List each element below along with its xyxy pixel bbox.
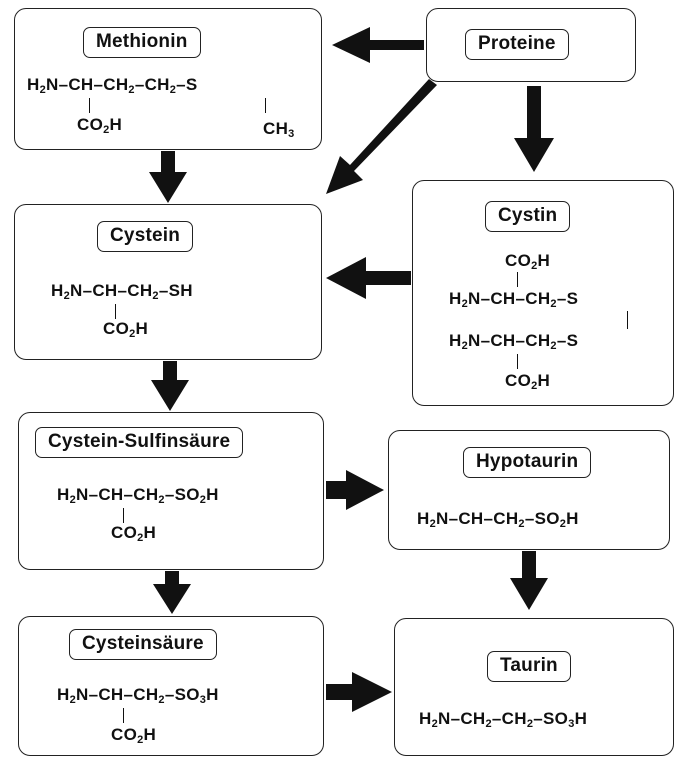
cysteinsaeure-cooh: CO2H <box>111 725 157 746</box>
arrow-cystein-to-cysteinsulfinsaeure <box>151 361 189 411</box>
cysteinsulfinsaeure-formula-main: H2N–CH–CH2–SO2H <box>57 485 219 506</box>
cysteinsulfinsaeure-bond-ch <box>123 508 124 523</box>
cystin-box: Cystin CO2H H2N–CH–CH2–S H2N–CH–CH2–S CO… <box>412 180 674 406</box>
proteine-box: Proteine <box>426 8 636 82</box>
cystein-title: Cystein <box>97 221 194 252</box>
cystin-formula-2: H2N–CH–CH2–S <box>449 331 579 352</box>
hypotaurin-box: Hypotaurin H2N–CH–CH2–SO2H <box>388 430 670 550</box>
cystin-bond-ss <box>627 311 628 329</box>
arrow-proteine-to-cystein <box>326 79 437 194</box>
arrow-cystin-to-cystein <box>326 257 411 299</box>
cystin-cooh-bottom: CO2H <box>505 371 551 392</box>
cysteinsulfinsaeure-title: Cystein-Sulfinsäure <box>35 427 244 458</box>
cystin-bond-top <box>517 272 518 287</box>
methionin-ch3: CH3 <box>263 119 295 140</box>
arrow-hypotaurin-to-taurin <box>510 551 548 610</box>
methionin-bond-s <box>265 98 266 113</box>
cystein-bond-ch <box>115 304 116 319</box>
cystein-box: Cystein H2N–CH–CH2–SH CO2H <box>14 204 322 360</box>
cystein-cooh: CO2H <box>103 319 149 340</box>
arrow-methionin-to-cystein <box>149 151 187 203</box>
cystin-title: Cystin <box>485 201 571 232</box>
methionin-box: Methionin H2N–CH–CH2–CH2–S CO2H CH3 <box>14 8 322 150</box>
arrow-cysteinsaeure-to-taurin <box>326 672 392 712</box>
methionin-cooh: CO2H <box>77 115 123 136</box>
cysteinsaeure-box: Cysteinsäure H2N–CH–CH2–SO3H CO2H <box>18 616 324 756</box>
cystein-formula-main: H2N–CH–CH2–SH <box>51 281 193 302</box>
arrow-proteine-to-cystin <box>514 86 554 172</box>
cystin-cooh-top: CO2H <box>505 251 551 272</box>
arrow-cysteinsulfinsaeure-to-cysteinsaeure <box>153 571 191 614</box>
proteine-title: Proteine <box>465 29 569 60</box>
taurin-title: Taurin <box>487 651 571 682</box>
cysteinsaeure-title: Cysteinsäure <box>69 629 217 660</box>
taurin-formula: H2N–CH2–CH2–SO3H <box>419 709 588 730</box>
cysteinsulfinsaeure-box: Cystein-Sulfinsäure H2N–CH–CH2–SO2H CO2H <box>18 412 324 570</box>
taurin-box: Taurin H2N–CH2–CH2–SO3H <box>394 618 674 756</box>
cystin-bond-bottom <box>517 354 518 369</box>
cysteinsaeure-formula-main: H2N–CH–CH2–SO3H <box>57 685 219 706</box>
hypotaurin-title: Hypotaurin <box>463 447 592 478</box>
cysteinsulfinsaeure-cooh: CO2H <box>111 523 157 544</box>
arrow-cysteinsulfinsaeure-to-hypotaurin <box>326 470 384 510</box>
arrow-proteine-to-methionin <box>332 27 424 63</box>
methionin-title: Methionin <box>83 27 201 58</box>
methionin-formula-main: H2N–CH–CH2–CH2–S <box>27 75 198 96</box>
methionin-bond-ch <box>89 98 90 113</box>
cystin-formula-1: H2N–CH–CH2–S <box>449 289 579 310</box>
hypotaurin-formula: H2N–CH–CH2–SO2H <box>417 509 579 530</box>
cysteinsaeure-bond-ch <box>123 708 124 723</box>
